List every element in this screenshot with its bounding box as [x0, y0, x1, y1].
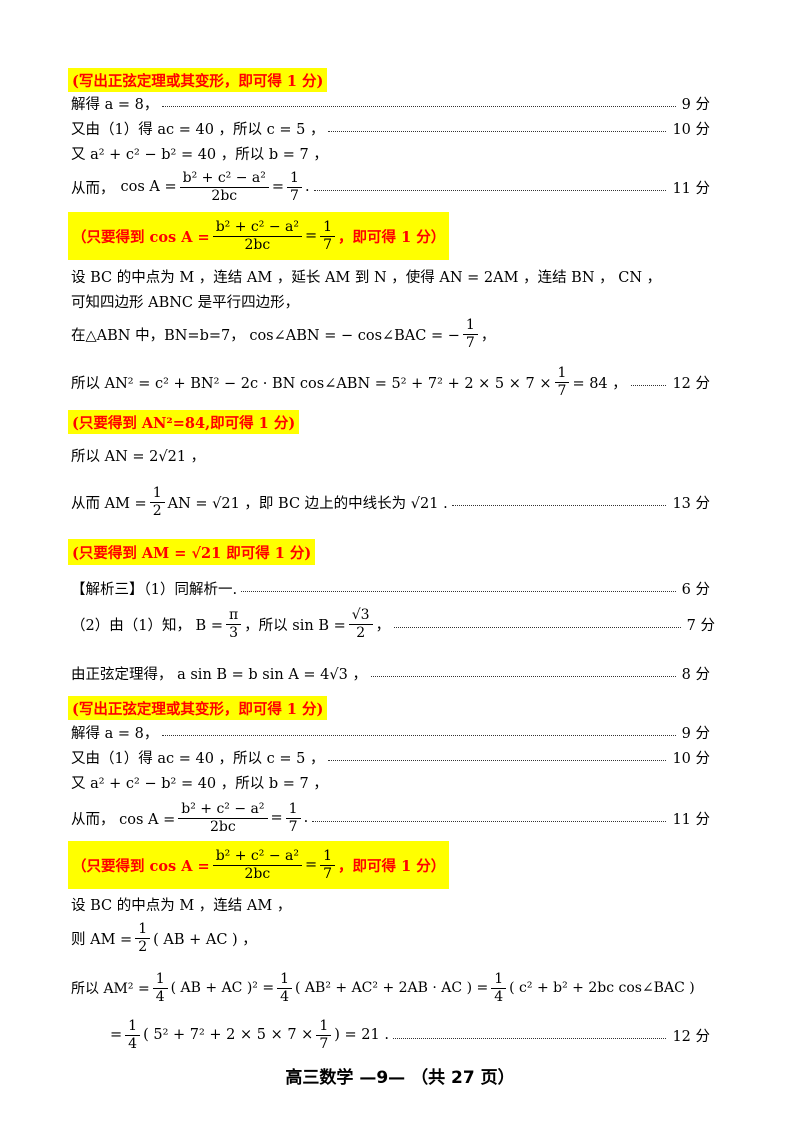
leader-dots: [451, 504, 667, 506]
solution-line: 又由（1）得 ac = 40 ，所以 c = 5 ， 10 分: [71, 115, 710, 141]
leader-dots: [241, 590, 676, 592]
score-label: 10 分: [672, 121, 710, 138]
leader-dots: [392, 1037, 667, 1039]
solution-line: 设 BC 的中点为 M ，连结 AM ，: [71, 897, 292, 914]
solution-line: 【解析三】（1）同解析一. 6 分: [71, 575, 710, 601]
score-label: 13 分: [672, 495, 710, 512]
score-label: 6 分: [681, 581, 710, 598]
leader-dots: [162, 105, 676, 107]
leader-dots: [328, 130, 667, 132]
score-label: 12 分: [672, 375, 710, 392]
leader-dots: [162, 734, 676, 736]
score-label: 10 分: [672, 750, 710, 767]
solution-line: 解得 a = 8， 9 分: [71, 719, 710, 745]
solution-line: 设 BC 的中点为 M ，连结 AM ，延长 AM 到 N ，使得 AN = 2…: [71, 269, 662, 286]
scoring-note: (只要得到 AM = √21 即可得 1 分): [68, 539, 316, 565]
scoring-note: (只要得到 AN²=84,即可得 1 分): [68, 410, 300, 434]
solution-line: 所以 AN = 2√21 ，: [71, 448, 206, 465]
scoring-note: (写出正弦定理或其变形，即可得 1 分): [68, 68, 328, 92]
score-label: 8 分: [681, 666, 710, 683]
leader-dots: [630, 384, 667, 386]
solution-line: 由正弦定理得， a sin B = b sin A = 4√3 ， 8 分: [71, 660, 710, 686]
scoring-note: (写出正弦定理或其变形，即可得 1 分): [68, 696, 328, 720]
solution-line: 解得 a = 8， 9 分: [71, 90, 710, 116]
score-label: 11 分: [672, 180, 710, 197]
score-label: 9 分: [681, 725, 710, 742]
leader-dots: [328, 759, 667, 761]
leader-dots: [312, 820, 667, 822]
leader-dots: [313, 189, 667, 191]
score-label: 7 分: [686, 617, 715, 634]
solution-line: 又由（1）得 ac = 40 ，所以 c = 5 ， 10 分: [71, 744, 710, 770]
solution-line: 又 a² + c² − b² = 40 ，所以 b = 7 ，: [71, 775, 328, 792]
solution-line: 又 a² + c² − b² = 40 ，所以 b = 7 ，: [71, 146, 328, 163]
solution-line: 在△ABN 中，BN=b=7， cos∠ABN = − cos∠BAC = − …: [71, 317, 496, 351]
leader-dots: [394, 626, 681, 628]
score-label: 9 分: [681, 96, 710, 113]
solution-line: 所以 AN² = c² + BN² − 2c · BN cos∠ABN = 5²…: [71, 365, 710, 399]
leader-dots: [370, 675, 676, 677]
page-footer: 高三数学 —9— （共 27 页）: [285, 1068, 515, 1088]
score-label: 12 分: [672, 1028, 710, 1045]
score-label: 11 分: [672, 811, 710, 828]
solution-line: 可知四边形 ABNC 是平行四边形，: [71, 294, 300, 311]
